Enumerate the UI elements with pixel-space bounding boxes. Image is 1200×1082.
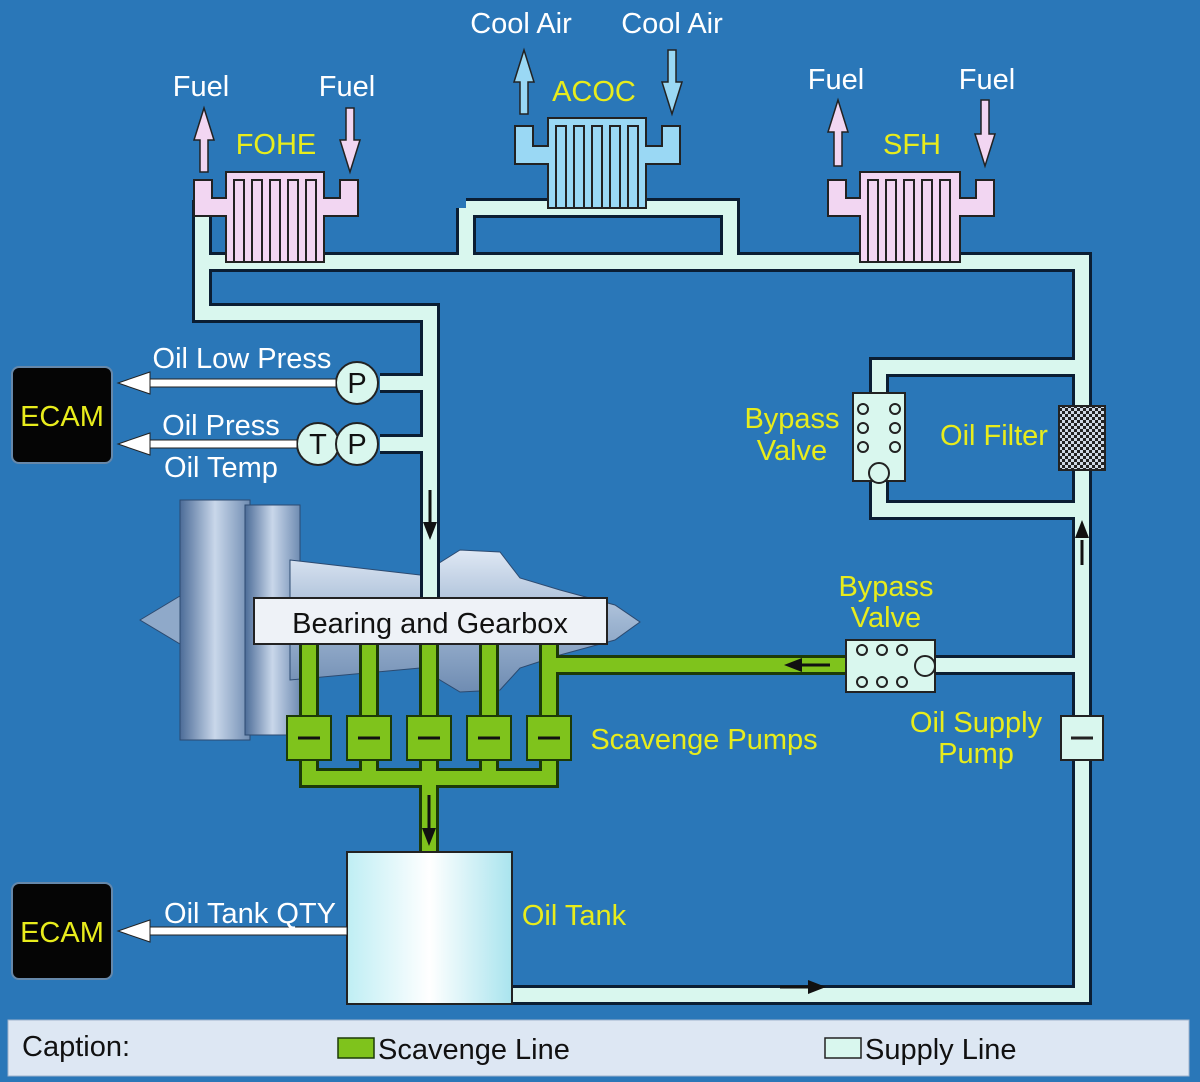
- oil-supply-pump: [1060, 715, 1104, 761]
- sfh-heat-exchanger: [826, 97, 997, 263]
- acoc-heat-exchanger: [512, 47, 684, 209]
- arrow-down-icon: [338, 107, 362, 175]
- labels: Cool Air Cool Air Fuel Fuel Fuel Fuel FO…: [153, 8, 1049, 932]
- supply-line-legend: Supply Line: [865, 1034, 1017, 1066]
- scavenge-pump: [346, 715, 392, 761]
- scavenge-bypass-valve-label-2: Valve: [851, 602, 921, 634]
- caption-legend: Caption: Scavenge Line Supply Line: [7, 1019, 1190, 1077]
- arrow-left-icon: [116, 432, 298, 456]
- arrow-right-icon: [780, 980, 826, 994]
- arrow-up-icon: [826, 97, 850, 167]
- svg-text:P: P: [347, 429, 366, 461]
- svg-text:ECAM: ECAM: [20, 401, 104, 433]
- oil-supply-pump-label-1: Oil Supply: [910, 707, 1043, 739]
- scavenge-line-swatch: [337, 1037, 375, 1059]
- oil-low-press-sensor: P: [335, 361, 379, 405]
- oil-tank: [346, 851, 513, 1005]
- arrow-left-icon: [116, 919, 348, 943]
- arrow-down-icon: [423, 490, 437, 540]
- arrow-up-icon: [192, 105, 216, 173]
- oil-press-sensor: P: [335, 422, 379, 466]
- filter-bypass-valve: [852, 392, 906, 484]
- arrow-down-icon: [660, 49, 684, 117]
- ecam-top: ECAM: [11, 366, 113, 464]
- scavenge-pump: [526, 715, 572, 761]
- oil-filter-label: Oil Filter: [940, 420, 1048, 452]
- arrow-left-icon: [784, 658, 830, 672]
- arrow-up-icon: [512, 47, 536, 115]
- oil-tank-qty-label: Oil Tank QTY: [164, 898, 336, 930]
- fohe-heat-exchanger: [192, 105, 362, 263]
- sensors: P T P: [296, 361, 379, 466]
- scavenge-pump: [406, 715, 452, 761]
- cool-air-in-label: Cool Air: [621, 8, 723, 40]
- acoc-label: ACOC: [552, 76, 636, 108]
- scavenge-bypass-valve: [845, 639, 936, 693]
- arrow-down-icon: [973, 99, 997, 169]
- fohe-fuel-in-label: Fuel: [319, 71, 375, 103]
- fohe-label: FOHE: [236, 129, 317, 161]
- cool-air-out-label: Cool Air: [470, 8, 572, 40]
- arrow-up-icon: [1075, 520, 1089, 565]
- scavenge-pumps: [286, 715, 572, 761]
- svg-text:ECAM: ECAM: [20, 917, 104, 949]
- sfh-fuel-out-label: Fuel: [808, 64, 864, 96]
- arrow-left-icon: [116, 371, 337, 395]
- filter-bypass-valve-label-1: Bypass: [744, 403, 839, 435]
- flow-arrows: [422, 490, 1089, 994]
- scavenge-bypass-valve-label-1: Bypass: [838, 571, 933, 603]
- arrow-down-icon: [422, 795, 436, 846]
- supply-line-swatch: [824, 1037, 862, 1059]
- signal-arrows: [116, 371, 348, 943]
- fohe-fuel-out-label: Fuel: [173, 71, 229, 103]
- scavenge-pumps-label: Scavenge Pumps: [590, 724, 817, 756]
- oil-filter: [1058, 405, 1106, 471]
- sfh-label: SFH: [883, 129, 941, 161]
- oil-tank-label: Oil Tank: [522, 900, 627, 932]
- oil-supply-pump-label-2: Pump: [938, 738, 1014, 770]
- scavenge-pump: [286, 715, 332, 761]
- scavenge-line-legend: Scavenge Line: [378, 1034, 570, 1066]
- sfh-fuel-in-label: Fuel: [959, 64, 1015, 96]
- scavenge-pump: [466, 715, 512, 761]
- oil-low-press-label: Oil Low Press: [153, 343, 332, 375]
- svg-text:P: P: [347, 368, 366, 400]
- filter-bypass-valve-label-2: Valve: [757, 435, 827, 467]
- bearing-gearbox-box: Bearing and Gearbox: [253, 597, 608, 645]
- oil-press-label: Oil Press: [162, 410, 280, 442]
- ecam-bottom: ECAM: [11, 882, 113, 980]
- caption-title: Caption:: [22, 1031, 130, 1063]
- oil-temp-sensor: T: [296, 422, 340, 466]
- bearing-gearbox-label: Bearing and Gearbox: [292, 608, 568, 640]
- svg-text:T: T: [309, 429, 327, 461]
- oil-temp-label: Oil Temp: [164, 452, 278, 484]
